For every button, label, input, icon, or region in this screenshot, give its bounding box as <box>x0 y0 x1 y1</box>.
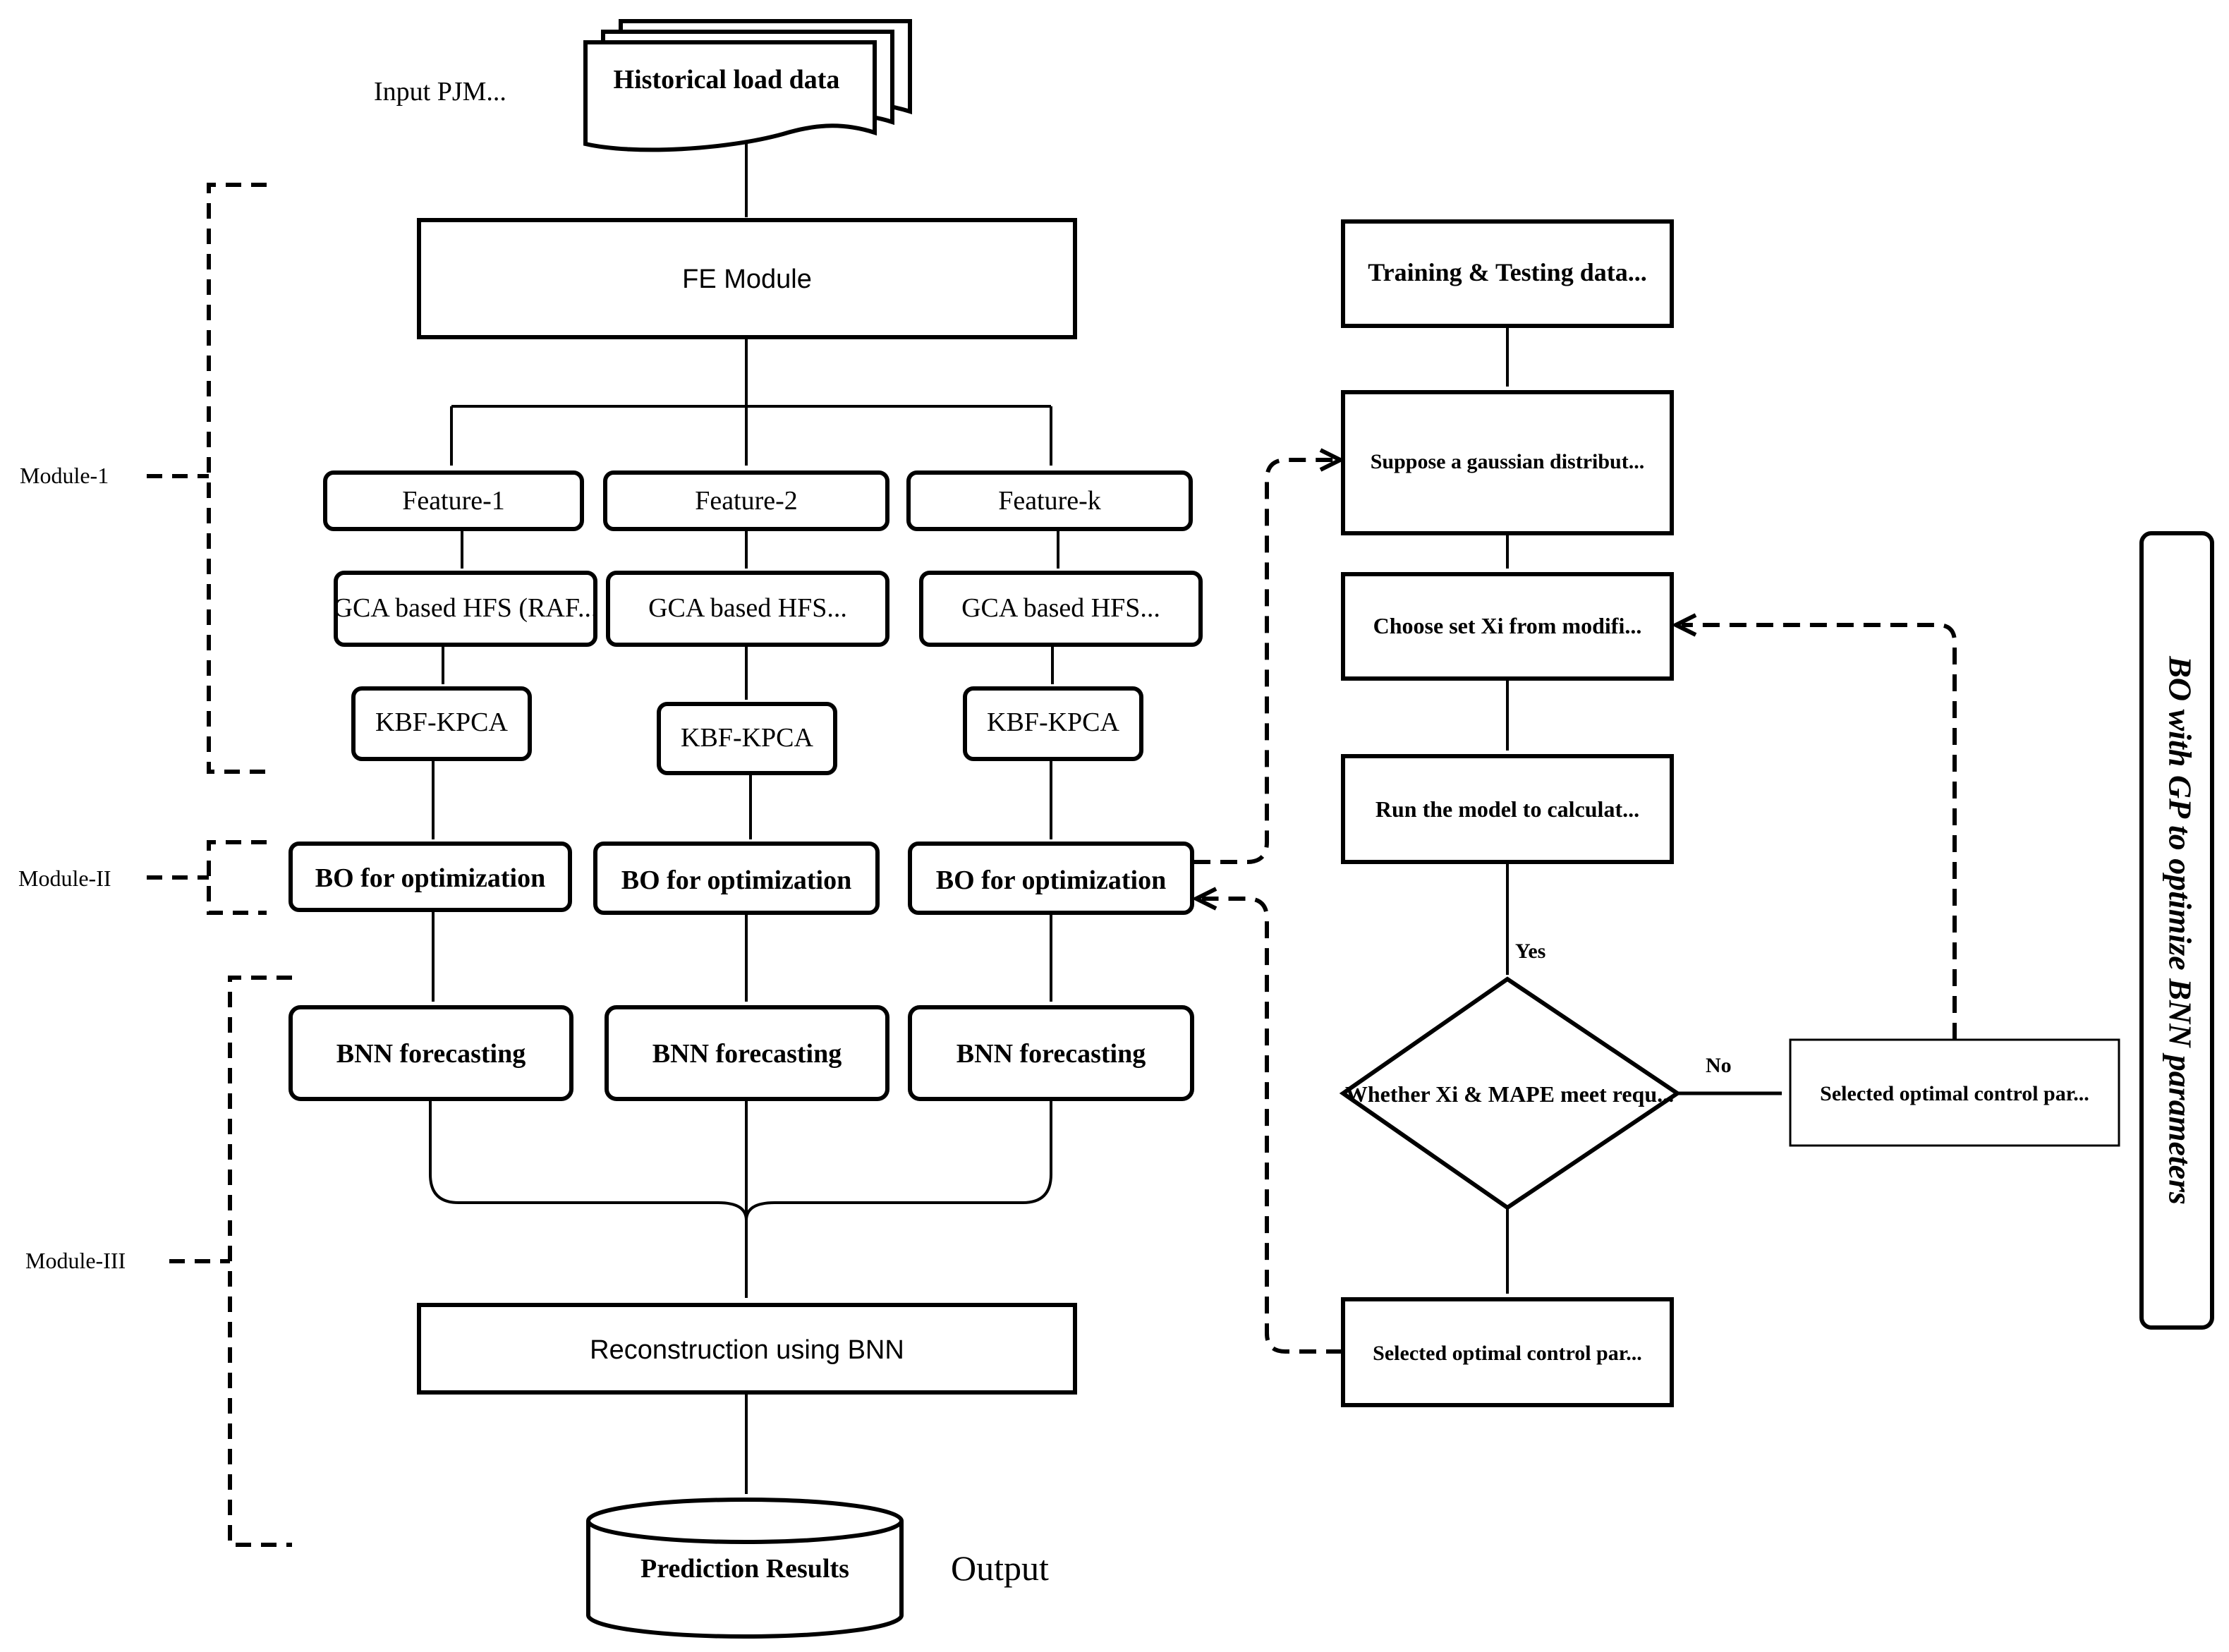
bnn-forecasting-2-box: BNN forecasting <box>605 1005 889 1101</box>
side-title-box: BO with GP to optimize BNN parameters <box>2139 531 2214 1330</box>
run-model-box: Run the model to calculat... <box>1341 754 1674 864</box>
kbf-kpca-2-label: KBF-KPCA <box>681 723 813 753</box>
module-3-label: Module-III <box>25 1248 126 1273</box>
historical-load-data-document: Historical load data <box>583 19 912 152</box>
bnn-forecasting-2-label: BNN forecasting <box>652 1039 842 1069</box>
selected-optimal-right-box: Selected optimal control par... <box>1789 1038 2120 1147</box>
bnn-forecasting-k-label: BNN forecasting <box>956 1039 1146 1069</box>
link-selected-to-bo <box>1202 897 1343 1354</box>
link-bo-to-suppose <box>1194 458 1335 864</box>
reconstruction-label: Reconstruction using BNN <box>590 1335 904 1365</box>
feature-1-label: Feature-1 <box>402 486 505 516</box>
prediction-results-label: Prediction Results <box>640 1554 849 1584</box>
bnn-forecasting-k-box: BNN forecasting <box>908 1005 1194 1101</box>
choose-set-label: Choose set Xi from modifi... <box>1373 613 1642 638</box>
gca-hfs-1-label: GCA based HFS (RAF... <box>334 593 598 623</box>
decision-label: Whether Xi & MAPE meet requ... <box>1345 1081 1674 1107</box>
feature-2-label: Feature-2 <box>695 486 798 516</box>
selected-optimal-right-label: Selected optimal control par... <box>1820 1082 2089 1105</box>
input-pjm-label: Input PJM... <box>374 77 506 107</box>
side-title-label: BO with GP to optimize BNN parameters <box>2162 655 2198 1205</box>
kbf-kpca-k-label: KBF-KPCA <box>987 707 1119 737</box>
feedback-loop-to-choose <box>1682 623 1957 1040</box>
training-testing-box: Training & Testing data... <box>1341 219 1674 328</box>
output-label: Output <box>951 1548 1049 1588</box>
module-1-bracket <box>147 183 267 774</box>
suppose-gaussian-label: Suppose a gaussian distribut... <box>1371 450 1644 473</box>
bo-optimization-2-label: BO for optimization <box>621 866 852 895</box>
module-2-bracket <box>147 840 267 915</box>
feature-1-box: Feature-1 <box>323 470 584 531</box>
no-label: No <box>1706 1054 1732 1077</box>
gca-hfs-2-label: GCA based HFS... <box>648 593 847 623</box>
feature-2-box: Feature-2 <box>603 470 889 531</box>
gca-hfs-k-label: GCA based HFS... <box>961 593 1160 623</box>
module-3-bracket <box>169 976 292 1547</box>
link-selected-to-bo-arrowhead <box>1191 887 1217 911</box>
choose-set-box: Choose set Xi from modifi... <box>1341 572 1674 681</box>
decision-diamond: Whether Xi & MAPE meet requ... <box>1339 976 1682 1210</box>
gca-hfs-k-box: GCA based HFS... <box>919 571 1203 647</box>
bo-optimization-1-label: BO for optimization <box>315 863 546 893</box>
fe-module-box: FE Module <box>417 218 1077 339</box>
selected-optimal-bottom-box: Selected optimal control par... <box>1341 1297 1674 1407</box>
run-model-label: Run the model to calculat... <box>1375 796 1639 822</box>
bo-optimization-2-box: BO for optimization <box>593 842 880 915</box>
bo-optimization-k-box: BO for optimization <box>908 842 1194 915</box>
feedback-loop-arrowhead <box>1671 613 1697 637</box>
kbf-kpca-2-box: KBF-KPCA <box>657 702 837 775</box>
module-2-label: Module-II <box>18 866 111 891</box>
selected-optimal-bottom-label: Selected optimal control par... <box>1373 1342 1642 1365</box>
bnn-forecasting-1-box: BNN forecasting <box>289 1005 573 1101</box>
bo-optimization-k-label: BO for optimization <box>936 866 1167 895</box>
feature-k-label: Feature-k <box>998 486 1101 516</box>
link-bo-to-suppose-arrowhead <box>1319 448 1345 472</box>
prediction-results-cylinder: Prediction Results <box>586 1498 904 1639</box>
training-testing-label: Training & Testing data... <box>1368 258 1646 286</box>
suppose-gaussian-box: Suppose a gaussian distribut... <box>1341 390 1674 535</box>
kbf-kpca-k-box: KBF-KPCA <box>963 686 1143 761</box>
module-1-label: Module-1 <box>20 463 109 488</box>
gca-hfs-2-box: GCA based HFS... <box>606 571 889 647</box>
historical-load-data-label: Historical load data <box>614 65 840 95</box>
reconstruction-box: Reconstruction using BNN <box>417 1303 1077 1395</box>
feature-k-box: Feature-k <box>906 470 1193 531</box>
merge-line-left <box>429 1099 748 1221</box>
bo-optimization-1-box: BO for optimization <box>289 842 572 912</box>
kbf-kpca-1-label: KBF-KPCA <box>375 707 508 737</box>
bnn-forecasting-1-label: BNN forecasting <box>336 1039 526 1069</box>
merge-line-right <box>745 1099 1052 1221</box>
fe-module-label: FE Module <box>682 265 812 294</box>
kbf-kpca-1-box: KBF-KPCA <box>351 686 532 761</box>
gca-hfs-1-box: GCA based HFS (RAF... <box>334 571 598 647</box>
yes-label: Yes <box>1515 940 1545 963</box>
